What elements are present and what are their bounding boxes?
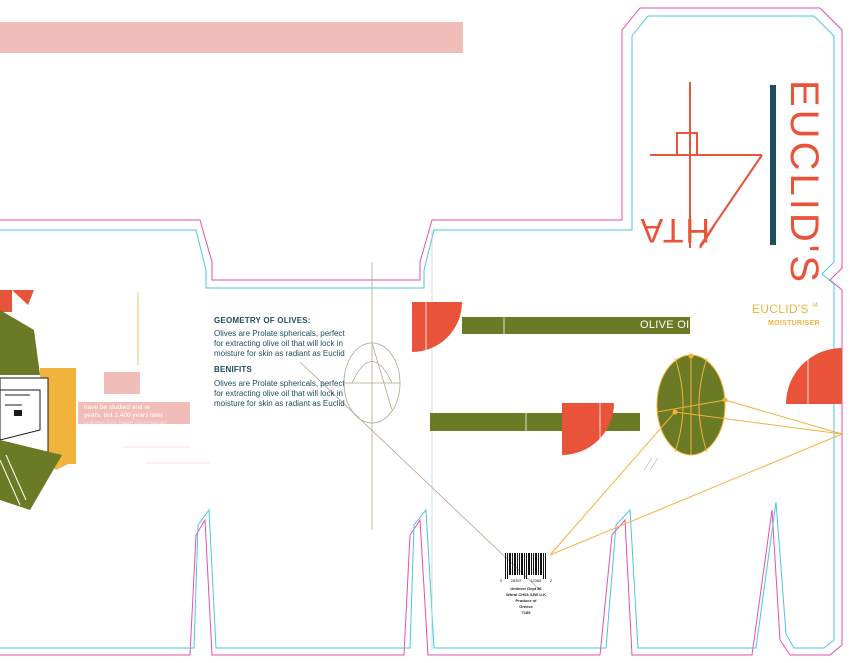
barcode-info: Unilever Dept 86 Wirral CH63 3JW U.K Pro… bbox=[496, 586, 556, 616]
red-half-circle bbox=[786, 348, 842, 404]
brand-name-small: EUCLID'S i4 bbox=[752, 302, 818, 316]
brand-name-small-suffix: i4 bbox=[812, 302, 819, 309]
barcode bbox=[505, 553, 547, 579]
side-text-line-1: have be studied and re bbox=[84, 404, 151, 411]
euclid-logo-lineart bbox=[650, 82, 763, 249]
barcode-info-line-4: Greece bbox=[519, 604, 533, 609]
top-color-bar bbox=[0, 22, 463, 53]
olive-oil-label: OLIVE OIL bbox=[640, 319, 696, 331]
side-pink-band bbox=[78, 402, 190, 424]
red-quarter-circle-1 bbox=[412, 302, 462, 352]
brand-divider-bar bbox=[770, 85, 776, 245]
geometry-body: Olives are Prolate sphericals, perfect f… bbox=[214, 329, 345, 358]
brand-name-vertical: EUCLID'S bbox=[782, 80, 826, 286]
barcode-digits-group-2: 12368 bbox=[530, 578, 542, 583]
olive-oil-bar bbox=[462, 317, 690, 334]
barcode-info-line-1: Unilever Dept 86 bbox=[510, 586, 542, 591]
barcode-digits-group-1: 28357 bbox=[510, 578, 522, 583]
side-text-line-3: volume has been discovered bbox=[84, 420, 167, 427]
brand-logo-text: HTA bbox=[638, 211, 710, 249]
barcode-bars bbox=[505, 553, 546, 579]
barcode-digit-left: 0 bbox=[500, 578, 503, 583]
red-quarter-circle-2 bbox=[562, 403, 614, 455]
benefits-body: Olives are Prolate sphericals, perfect f… bbox=[214, 379, 345, 408]
barcode-info-line-3: Produce of bbox=[515, 598, 537, 603]
cutline-outer bbox=[0, 7, 843, 656]
barcode-info-line-5: 7185 bbox=[521, 610, 531, 615]
geometry-heading: GEOMETRY OF OLIVES: bbox=[214, 316, 311, 325]
brand-name-small-text: EUCLID'S bbox=[752, 302, 809, 316]
wireframe-olive bbox=[299, 262, 541, 591]
barcode-digits: 0 28357 12368 2 bbox=[500, 578, 552, 583]
barcode-info-line-2: Wirral CH63 3JW U.K bbox=[506, 592, 546, 597]
cutline-inner bbox=[0, 15, 835, 649]
barcode-digit-right: 2 bbox=[549, 578, 552, 583]
side-text-line-2: years, but 2,400 years later bbox=[84, 412, 163, 419]
benefits-heading: BENIFITS bbox=[214, 365, 253, 374]
product-type: MOISTURISER bbox=[768, 320, 820, 327]
olive-illustration bbox=[549, 353, 843, 556]
euclid-figure-illustration bbox=[0, 290, 76, 510]
